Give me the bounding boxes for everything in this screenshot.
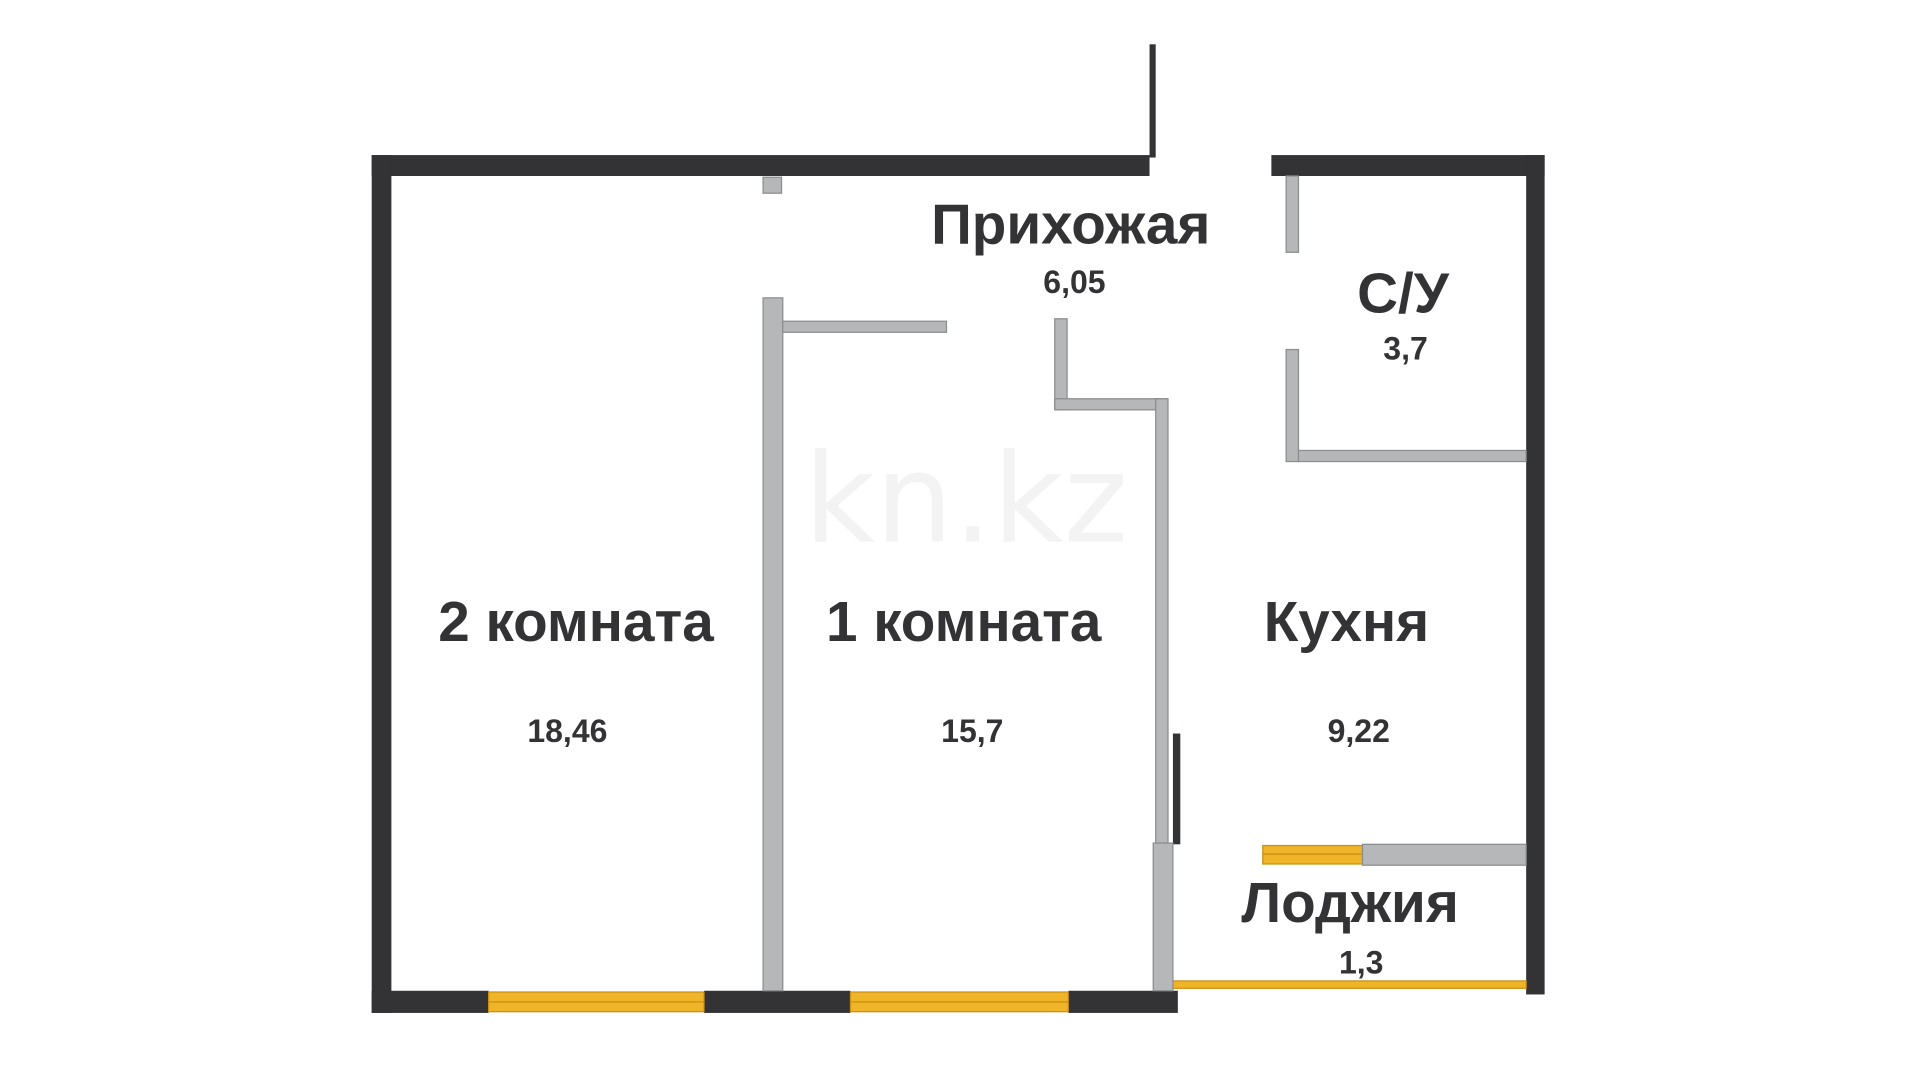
partition-hall-horizontal bbox=[782, 320, 948, 333]
partitions bbox=[762, 175, 1527, 992]
room-name: Прихожая bbox=[931, 193, 1210, 256]
room-area: 9,22 bbox=[1328, 713, 1390, 749]
room-name: 2 комната bbox=[438, 590, 714, 653]
room-name: 1 комната bbox=[826, 590, 1102, 653]
room-hallway: Прихожая 6,05 bbox=[931, 193, 1210, 300]
room-2: 2 комната 18,46 bbox=[438, 590, 714, 749]
room-name: Лоджия bbox=[1241, 871, 1458, 934]
wall-entrance-line bbox=[1149, 44, 1156, 158]
partition-room1-kitchen bbox=[1155, 398, 1169, 844]
room-area: 3,7 bbox=[1383, 330, 1427, 366]
room-area: 18,46 bbox=[527, 713, 607, 749]
wall-left bbox=[371, 155, 392, 1013]
room-name: С/У bbox=[1357, 262, 1450, 325]
room-name: Кухня bbox=[1264, 590, 1429, 653]
partition-stub bbox=[762, 176, 783, 194]
partition-hall-vertical bbox=[1054, 318, 1068, 411]
partition-bath-bottom bbox=[1285, 348, 1300, 463]
wall-bottom-2 bbox=[704, 990, 851, 1013]
wall-kitchen-door-jamb bbox=[1172, 733, 1181, 845]
partition-bath-horizontal bbox=[1297, 449, 1527, 463]
wall-bottom-1 bbox=[371, 990, 489, 1013]
partition-bath-top bbox=[1285, 175, 1300, 253]
partition-room1-loggia bbox=[1152, 842, 1174, 992]
room-area: 1,3 bbox=[1339, 945, 1383, 981]
wall-top-right bbox=[1271, 155, 1545, 176]
outer-walls bbox=[371, 44, 1545, 1013]
room-area: 6,05 bbox=[1043, 264, 1105, 300]
partition-kitchen-loggia bbox=[1361, 843, 1527, 866]
wall-bottom-3 bbox=[1068, 990, 1178, 1013]
room-kitchen: Кухня 9,22 bbox=[1264, 590, 1429, 749]
window-loggia bbox=[1172, 980, 1527, 989]
partition-hall-corner bbox=[1054, 398, 1168, 411]
room-1: 1 комната 15,7 bbox=[826, 590, 1102, 749]
room-area: 15,7 bbox=[941, 713, 1003, 749]
window-lines bbox=[488, 853, 1363, 1003]
room-loggia: Лоджия 1,3 bbox=[1241, 871, 1458, 981]
partition-rooms bbox=[762, 297, 784, 992]
room-bathroom: С/У 3,7 bbox=[1357, 262, 1450, 367]
wall-right bbox=[1526, 155, 1545, 995]
wall-top-left bbox=[371, 155, 1150, 176]
watermark: kn.kz bbox=[804, 429, 1128, 572]
